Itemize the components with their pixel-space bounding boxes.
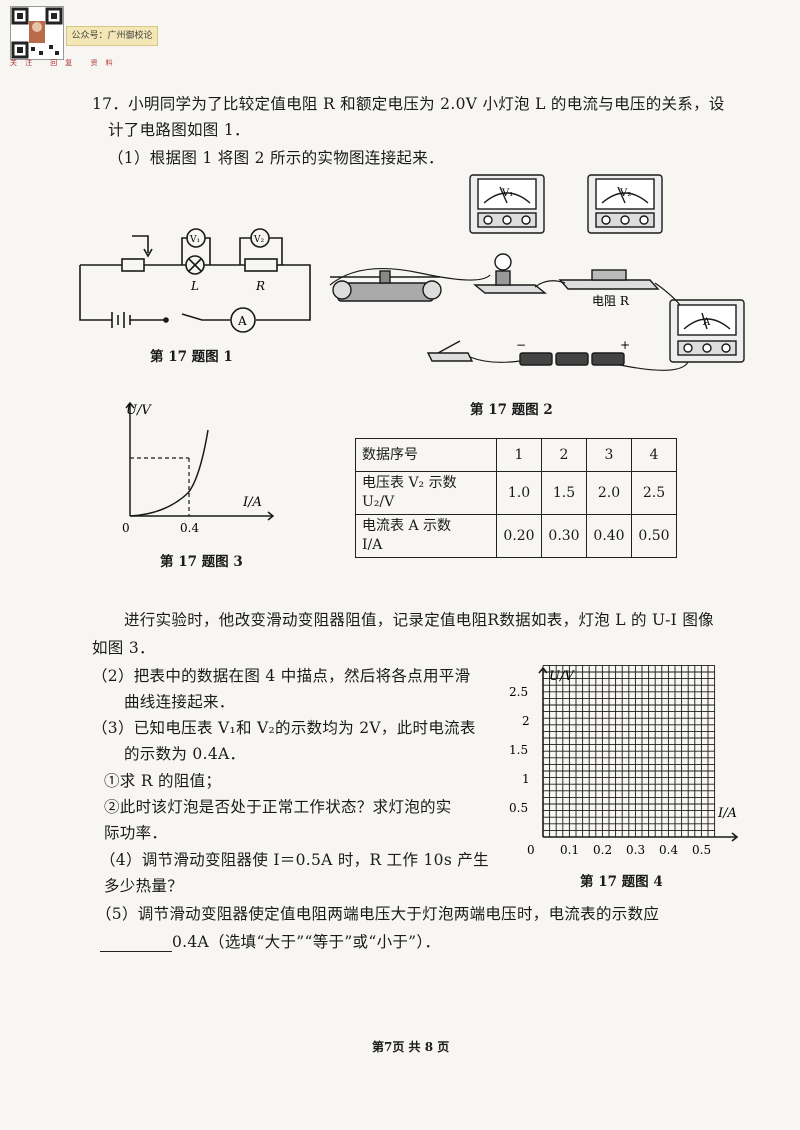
switch — [426, 340, 474, 362]
answer-blank[interactable] — [100, 937, 172, 952]
voltmeter-v2 — [587, 174, 663, 234]
figure-2-caption: 第 17 题图 2 — [470, 402, 553, 418]
table-index-cell: 4 — [631, 438, 677, 472]
fig2-ammeter-label: A — [702, 317, 711, 328]
rheostat — [330, 270, 442, 302]
table-index-cell: 1 — [496, 438, 542, 472]
fig4-x-tick: 0.4 — [659, 843, 678, 857]
fig4-y-tick: 2.5 — [509, 685, 528, 699]
table-header-label: 数据序号 — [355, 438, 497, 472]
question-line-2: 计了电路图如图 1． — [108, 121, 250, 139]
wechat-badge: 公众号：广州御校论 — [66, 26, 158, 46]
figure-2-apparatus: V₁ V₂ A 电阻 R − + — [329, 174, 745, 371]
paragraph-line-1: 进行实验时，他改变滑动变阻器阻值，记录定值电阻R数据如表，灯泡 L 的 U-I … — [124, 611, 714, 629]
table-index-cell: 2 — [541, 438, 587, 472]
part-3-line-1: （3）已知电压表 V₁和 V₂的示数均为 2V，此时电流表 — [92, 719, 476, 737]
qr-labels: 关注 回复 资料 — [10, 59, 121, 67]
table-current-cell: 0.20 — [496, 514, 542, 558]
figure-1-caption: 第 17 题图 1 — [150, 349, 233, 365]
fig2-v2-label: V₂ — [619, 188, 631, 199]
part-3-q2-line-1: ②此时该灯泡是否处于正常工作状态？求灯泡的实 — [104, 798, 452, 816]
part-2-line-1: （2）把表中的数据在图 4 中描点，然后将各点用平滑 — [92, 667, 471, 685]
fig1-v1-label: V₁ — [189, 235, 200, 245]
fig2-plus-label: + — [620, 338, 630, 352]
fig3-origin: 0 — [122, 521, 130, 535]
fig4-x-tick: 0.1 — [560, 843, 579, 857]
part-5-line-2: 0.4A（选填“大于”“等于”或“小于”）． — [100, 930, 440, 952]
part-3-line-2: 的示数为 0.4A． — [124, 745, 246, 763]
page-footer: 第7页 共 8 页 — [372, 1040, 450, 1054]
table-header-row: 数据序号 1 2 3 4 — [355, 438, 677, 472]
fig4-x-axis: I/A — [717, 806, 737, 821]
figure-1-circuit: V₁ V₂ L R A — [79, 228, 311, 333]
voltmeter-v1 — [469, 174, 545, 234]
part-5-line-1: （5）调节滑动变阻器使定值电阻两端电压大于灯泡两端电压时，电流表的示数应 — [96, 905, 660, 923]
figure-3-graph: U/V I/A 0 0.4 — [122, 401, 275, 535]
table-current-cell: 0.40 — [586, 514, 632, 558]
table-voltage-cell: 1.5 — [541, 471, 587, 515]
lamp-board — [473, 253, 547, 294]
qr-code — [10, 6, 64, 60]
part-4-line-2: 多少热量？ — [104, 877, 184, 895]
fig1-ammeter-label: A — [237, 314, 247, 328]
resistor-board — [558, 269, 660, 290]
fig4-x-tick: 0.2 — [593, 843, 612, 857]
paragraph-line-2: 如图 3． — [92, 639, 155, 657]
part-3-q1: ①求 R 的阻值； — [104, 772, 222, 790]
part-3-q2-line-2: 际功率． — [104, 824, 168, 842]
table-voltage-cell: 1.0 — [496, 471, 542, 515]
fig4-y-tick: 2 — [522, 714, 530, 728]
question-line-1: 17．小明同学为了比较定值电阻 R 和额定电压为 2.0V 小灯泡 L 的电流与… — [92, 95, 725, 113]
fig4-origin: 0 — [527, 843, 535, 857]
part-2-line-2: 曲线连接起来． — [124, 693, 235, 711]
fig2-minus-label: − — [516, 338, 526, 352]
fig2-resistor-label: 电阻 R — [592, 294, 630, 308]
table-current-cell: 0.30 — [541, 514, 587, 558]
part-4-line-1: （4）调节滑动变阻器使 I＝0.5A 时，R 工作 10s 产生 — [100, 851, 489, 869]
fig4-x-tick: 0.5 — [692, 843, 711, 857]
fig4-y-tick: 0.5 — [509, 801, 528, 815]
fig3-x-mark: 0.4 — [180, 521, 199, 535]
fig1-v2-label: V₂ — [253, 235, 264, 245]
fig4-y-axis: U/V — [549, 669, 575, 684]
fig4-y-tick: 1.5 — [509, 743, 528, 757]
fig1-lamp-label: L — [190, 279, 199, 293]
fig2-v1-label: V₁ — [501, 188, 513, 199]
fig4-y-tick: 1 — [522, 772, 530, 786]
table-voltage-cell: 2.0 — [586, 471, 632, 515]
table-voltage-cell: 2.5 — [631, 471, 677, 515]
fig1-resistor-label: R — [255, 279, 265, 293]
figure-3-caption: 第 17 题图 3 — [160, 554, 243, 570]
battery-pack — [519, 352, 625, 366]
table-index-cell: 3 — [586, 438, 632, 472]
fig4-x-tick: 0.3 — [626, 843, 645, 857]
figure-4-grid: U/V I/A 0 0.1 0.2 0.3 0.4 0.5 0.5 1 1.5 … — [509, 664, 739, 857]
ammeter — [669, 299, 745, 363]
fig3-x-axis: I/A — [242, 495, 262, 510]
part-1: （1）根据图 1 将图 2 所示的实物图连接起来． — [108, 149, 444, 167]
table-current-cell: 0.50 — [631, 514, 677, 558]
fig3-y-axis: U/V — [126, 403, 152, 418]
figure-4-caption: 第 17 题图 4 — [580, 874, 663, 890]
